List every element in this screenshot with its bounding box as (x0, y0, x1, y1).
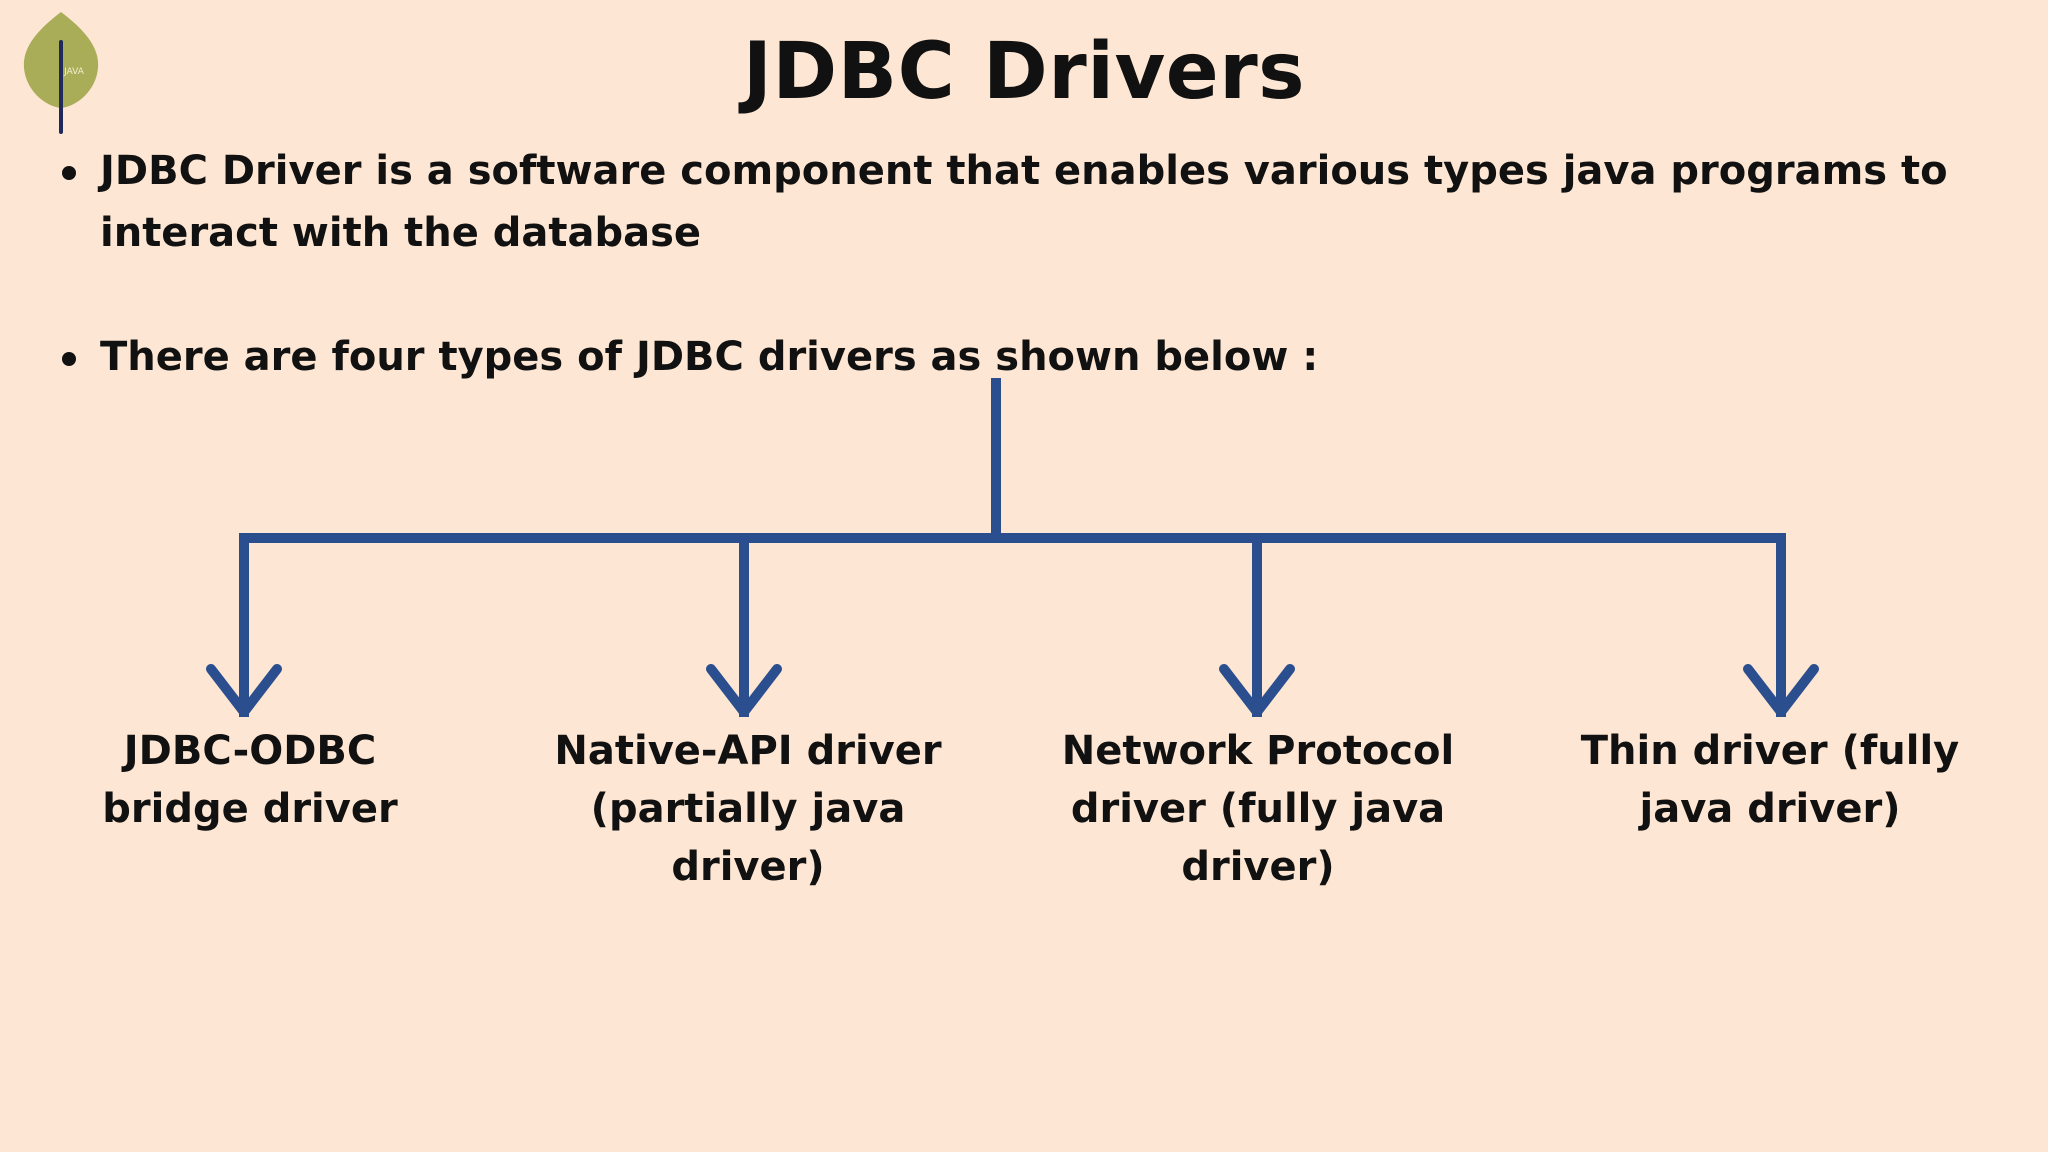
bullet-dot-icon (62, 166, 76, 180)
bullet-list: JDBC Driver is a software component that… (54, 140, 1994, 388)
bullet-text: JDBC Driver is a software component that… (100, 148, 1948, 256)
arrow-head-icon (1219, 664, 1295, 717)
arrow-head-icon (1743, 664, 1819, 717)
driver-type-thin: Thin driver (fully java driver) (1580, 728, 1960, 832)
bullet-four-types: There are four types of JDBC drivers as … (54, 326, 1994, 388)
driver-type-network-protocol: Network Protocol driver (fully java driv… (1061, 728, 1455, 890)
leaf-logo-icon: JAVA (18, 10, 104, 140)
driver-type-jdbc-odbc: JDBC-ODBC bridge driver (102, 728, 398, 832)
bullet-dot-icon (62, 352, 76, 366)
svg-text:JAVA: JAVA (63, 67, 85, 77)
page-title: JDBC Drivers (742, 27, 1306, 117)
bullet-text: There are four types of JDBC drivers as … (100, 334, 1319, 380)
arrow-head-icon (706, 664, 782, 717)
driver-type-native-api: Native-API driver (partially java driver… (554, 728, 942, 890)
arrow-head-icon (206, 664, 282, 717)
bullet-definition: JDBC Driver is a software component that… (54, 140, 1994, 264)
